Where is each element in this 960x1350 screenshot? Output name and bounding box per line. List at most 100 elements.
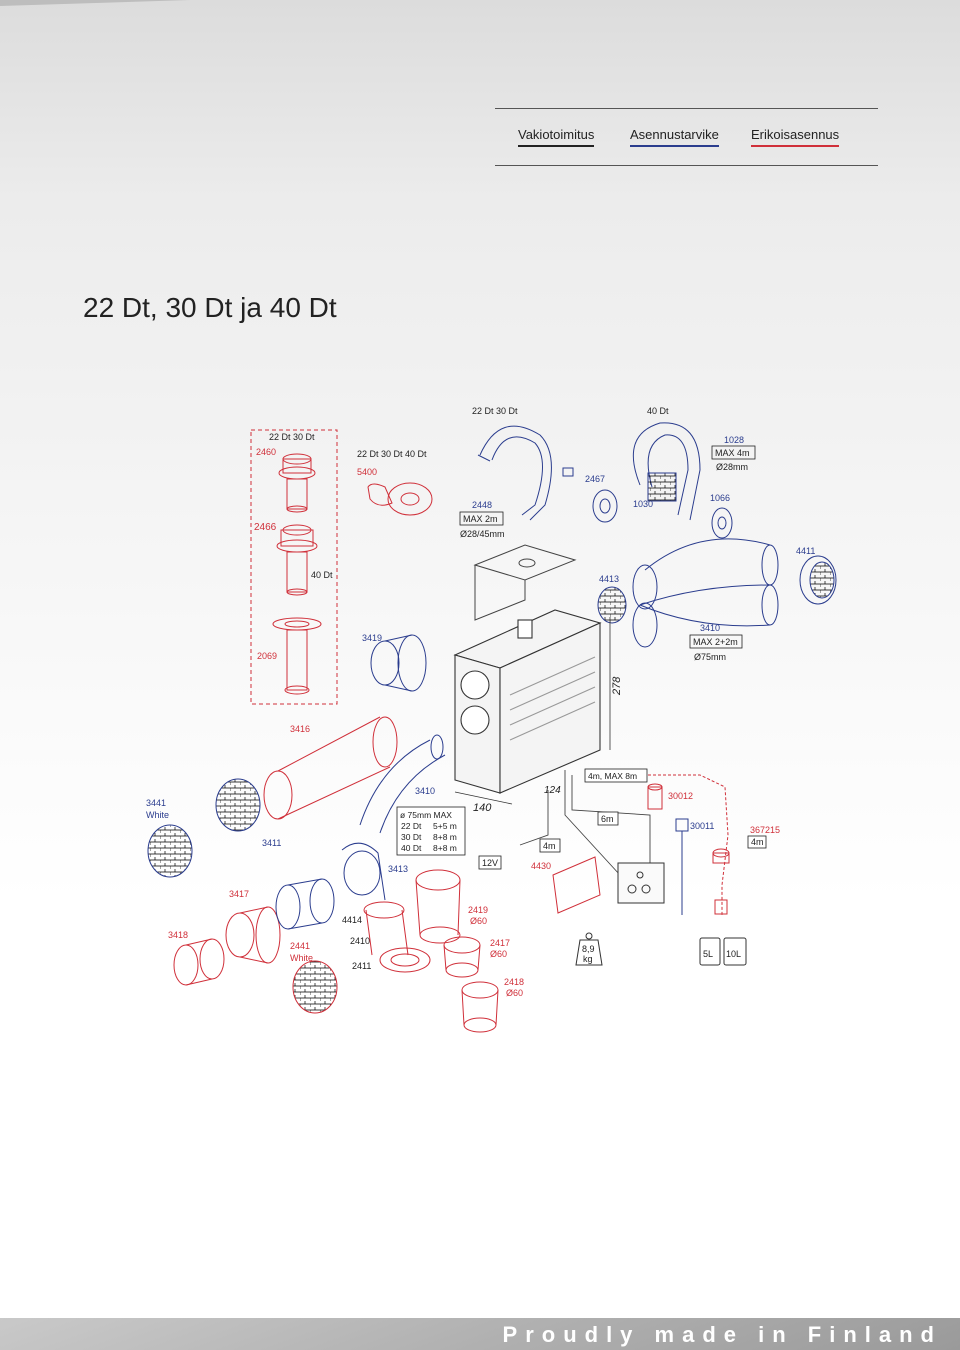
part-3413-label: 3413 <box>388 864 408 874</box>
table-r3-model: 40 Dt <box>401 843 422 853</box>
part-4411-vent <box>799 555 837 605</box>
12v-box <box>478 855 502 870</box>
part-2441-white: White <box>290 953 313 963</box>
part-30011-label: 30011 <box>690 821 714 831</box>
part-2441-label: 2441 <box>290 941 310 951</box>
part-30012-pump <box>647 783 663 810</box>
table-r2-length: 8+8 m <box>433 832 457 842</box>
max8-box <box>584 768 648 783</box>
part-3419-label: 3419 <box>362 633 382 643</box>
tank-10l-label: 10L <box>726 949 741 959</box>
table-r2-model: 30 Dt <box>401 832 422 842</box>
12v-label: 12V <box>482 858 498 868</box>
part-3419-reducer <box>370 634 427 692</box>
max8-label: 4m, MAX 8m <box>588 771 637 781</box>
part-3410b-label: 3410 <box>415 786 435 796</box>
part-3410a-label: 3410 <box>700 623 720 633</box>
part-2410-label: 2410 <box>350 936 370 946</box>
part-1028-label: 1028 <box>724 435 744 445</box>
part-3410a-box <box>689 634 743 649</box>
heater-unit <box>453 609 602 794</box>
part-367215-4m: 4m <box>751 837 764 847</box>
legend-installation: Asennustarvike <box>630 127 719 147</box>
part-2448-box <box>459 511 504 526</box>
part-2419-dia: Ø60 <box>470 916 487 926</box>
part-1028-max: MAX 4m <box>715 448 750 458</box>
legend-bar: Vakiotoimitus Asennustarvike Erikoisasen… <box>495 108 878 166</box>
part-4411-label: 4411 <box>796 546 815 556</box>
part-2419-pipe <box>415 869 461 944</box>
kit-header2-label: 22 Dt 30 Dt 40 Dt <box>357 449 427 459</box>
col-22-30-label: 22 Dt 30 Dt <box>472 406 518 416</box>
part-2417-label: 2417 <box>490 938 510 948</box>
part-30012-label: 30012 <box>668 791 693 801</box>
part-2466-label: 2466 <box>254 522 277 533</box>
part-1028-box <box>711 445 756 460</box>
fuel-tank-10l-icon <box>723 937 747 966</box>
dimension-278-label: 278 <box>611 676 623 696</box>
part-3410-twin-duct <box>632 538 779 648</box>
part-2417-dia: Ø60 <box>490 949 507 959</box>
part-3410b-duct <box>359 734 446 834</box>
footer-band <box>0 1318 960 1350</box>
part-2448-label: 2448 <box>472 500 492 510</box>
dimension-140-label: 140 <box>473 802 492 814</box>
dimension-140 <box>454 791 513 805</box>
part-2448-max: MAX 2m <box>463 514 498 524</box>
part-4430-cover <box>552 856 601 914</box>
exhaust-kit-box <box>250 429 338 705</box>
part-2460-label: 2460 <box>256 447 276 457</box>
part-3418-sleeve <box>173 938 225 986</box>
part-3441-vent <box>147 778 261 878</box>
weight-value: 8,9 <box>582 944 595 954</box>
tank-5l-label: 5L <box>703 949 713 959</box>
part-4413-label: 4413 <box>599 574 619 584</box>
part-3418-label: 3418 <box>168 930 188 940</box>
6m-label: 6m <box>601 814 614 824</box>
part-2418-dia: Ø60 <box>506 988 523 998</box>
part-2069-label: 2069 <box>257 651 277 661</box>
part-5400-label: 5400 <box>357 467 377 477</box>
dimension-124-label: 124 <box>544 785 561 796</box>
part-3441-white: White <box>146 810 169 820</box>
part-1030-hose <box>632 422 701 521</box>
kit-40-label: 40 Dt <box>311 570 333 580</box>
6m-box <box>597 811 619 826</box>
legend-standard: Vakiotoimitus <box>518 127 595 147</box>
part-2441-vent <box>292 960 338 1014</box>
page-title: 22 Dt, 30 Dt ja 40 Dt <box>83 292 337 323</box>
table-r1-length: 5+5 m <box>433 821 457 831</box>
part-5400-cap <box>367 482 433 516</box>
fuel-tank-5l-icon <box>699 937 721 966</box>
part-2467-fitting <box>562 467 618 523</box>
table-r1-model: 22 Dt <box>401 821 422 831</box>
exploded-parts-diagram: 22 Dt 30 Dt 40 Dt 22 Dt 30 Dt 2460 2466 … <box>146 406 837 1033</box>
part-1066-fitting <box>711 507 733 539</box>
part-1066-label: 1066 <box>710 493 730 503</box>
part-4430-label: 4430 <box>531 861 551 871</box>
part-2448-dia: Ø28/45mm <box>460 529 505 539</box>
legend-special: Erikoisasennus <box>751 127 840 147</box>
part-2418-pipe <box>461 981 499 1033</box>
part-2466-through-hull <box>276 524 318 596</box>
part-367215-standpipe <box>712 848 730 915</box>
part-3410a-dia: Ø75mm <box>694 652 726 662</box>
footer-slogan: Proudly made in Finland <box>502 1322 942 1347</box>
part-2069-flange <box>272 617 322 695</box>
part-1028-dia: Ø28mm <box>716 462 748 472</box>
table-header: ø 75mm MAX <box>400 810 452 820</box>
top-corner-decoration <box>0 0 190 6</box>
part-2410-2411-elbow <box>363 901 431 973</box>
part-1030-label: 1030 <box>633 499 653 509</box>
weight-unit: kg <box>583 954 593 964</box>
duct-length-table: ø 75mm MAX 22 Dt 5+5 m 30 Dt 8+8 m 40 Dt… <box>396 806 466 856</box>
part-2467-label: 2467 <box>585 474 605 484</box>
table-r3-length: 8+8 m <box>433 843 457 853</box>
part-3410a-max: MAX 2+2m <box>693 637 738 647</box>
part-3441-label: 3441 <box>146 798 166 808</box>
mounting-bracket <box>473 544 577 621</box>
4m-box <box>539 838 561 853</box>
part-3411-label: 3411 <box>262 838 281 848</box>
part-30011-filter <box>675 818 689 915</box>
col-40-label: 40 Dt <box>647 406 669 416</box>
